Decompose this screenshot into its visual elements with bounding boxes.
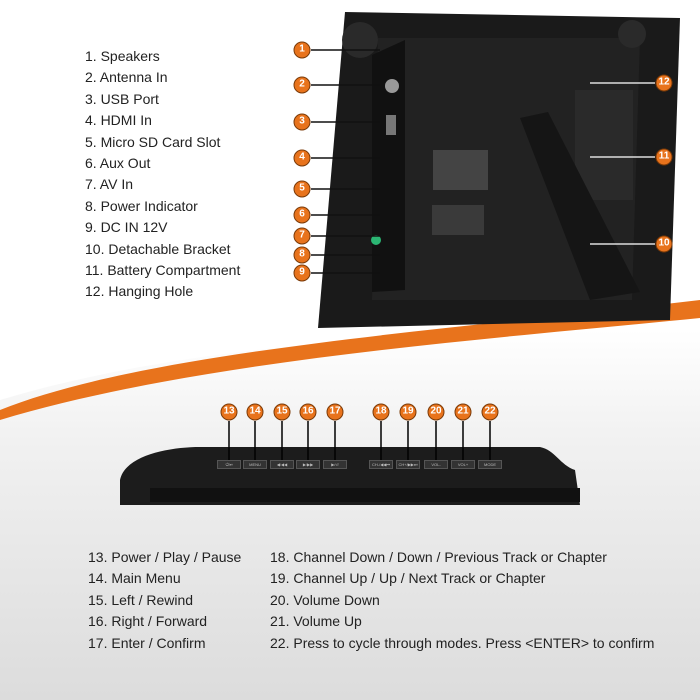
list-item: 22. Press to cycle through modes. Press …: [270, 634, 655, 651]
callout-3: 3: [293, 113, 311, 131]
list-item: 21. Volume Up: [270, 613, 362, 630]
callout-15: 15: [273, 403, 291, 421]
device-button[interactable]: ⏻/⏯: [217, 460, 241, 469]
list-item: 17. Enter / Confirm: [88, 634, 206, 651]
list-item: 16. Right / Forward: [88, 613, 208, 630]
list-item: 20. Volume Down: [270, 591, 380, 608]
orange-wave: [0, 300, 700, 420]
list-item: 11. Battery Compartment: [85, 262, 241, 279]
device-button[interactable]: VOL-: [424, 460, 448, 469]
list-item: 19. Channel Up / Up / Next Track or Chap…: [270, 570, 546, 587]
callout-11: 11: [655, 148, 673, 166]
callout-8: 8: [293, 246, 311, 264]
callout-19: 19: [399, 403, 417, 421]
side-port-panel: [372, 40, 405, 292]
list-item: 18. Channel Down / Down / Previous Track…: [270, 549, 607, 565]
list-item: 15. Left / Rewind: [88, 591, 194, 608]
bracket: [520, 112, 640, 300]
list-item: 2. Antenna In: [85, 69, 168, 86]
list-item: 12. Hanging Hole: [85, 283, 194, 300]
callout-12: 12: [655, 74, 673, 92]
callout-4: 4: [293, 149, 311, 167]
port-feature-list: 1. Speakers 2. Antenna In 3. USB Port 4. HD…: [85, 46, 240, 303]
callout-7: 7: [293, 227, 311, 245]
device-button[interactable]: ◀/◀◀: [270, 460, 294, 469]
callout-13: 13: [220, 403, 238, 421]
list-item: 4. HDMI In: [85, 112, 152, 129]
list-item: 5. Micro SD Card Slot: [85, 133, 221, 150]
callout-22: 22: [481, 403, 499, 421]
callout-21: 21: [454, 403, 472, 421]
callout-1: 1: [293, 41, 311, 59]
device-button[interactable]: MENU: [243, 460, 267, 469]
device-button[interactable]: CH+/▶▶⏭: [396, 460, 420, 469]
button-list-right: 18. Channel Down / Down / Previous Track…: [270, 547, 654, 654]
grey-background: [0, 330, 700, 700]
callout-16: 16: [299, 403, 317, 421]
device-button[interactable]: CH-/◀◀⏮: [369, 460, 393, 469]
list-item: 10. Detachable Bracket: [85, 240, 231, 257]
list-item: 13. Power / Play / Pause: [88, 549, 242, 565]
list-item: 3. USB Port: [85, 90, 159, 107]
callout-6: 6: [293, 206, 311, 224]
device-button[interactable]: VOL+: [451, 460, 475, 469]
list-item: 6. Aux Out: [85, 155, 151, 172]
callout-18: 18: [372, 403, 390, 421]
callout-9: 9: [293, 264, 311, 282]
device-button[interactable]: ▶/▶▶: [296, 460, 320, 469]
list-item: 7. AV In: [85, 176, 133, 193]
list-item: 14. Main Menu: [88, 570, 181, 587]
list-item: 9. DC IN 12V: [85, 219, 168, 236]
list-item: 8. Power Indicator: [85, 197, 198, 214]
callout-10: 10: [655, 235, 673, 253]
device-button[interactable]: MODE: [478, 460, 502, 469]
callout-17: 17: [326, 403, 344, 421]
callout-20: 20: [427, 403, 445, 421]
callout-2: 2: [293, 76, 311, 94]
list-item: 1. Speakers: [85, 48, 160, 64]
device-button[interactable]: ▶/⏎: [323, 460, 347, 469]
callout-5: 5: [293, 180, 311, 198]
callout-14: 14: [246, 403, 264, 421]
button-list-left: 13. Power / Play / Pause 14. Main Menu 15.…: [88, 547, 241, 654]
